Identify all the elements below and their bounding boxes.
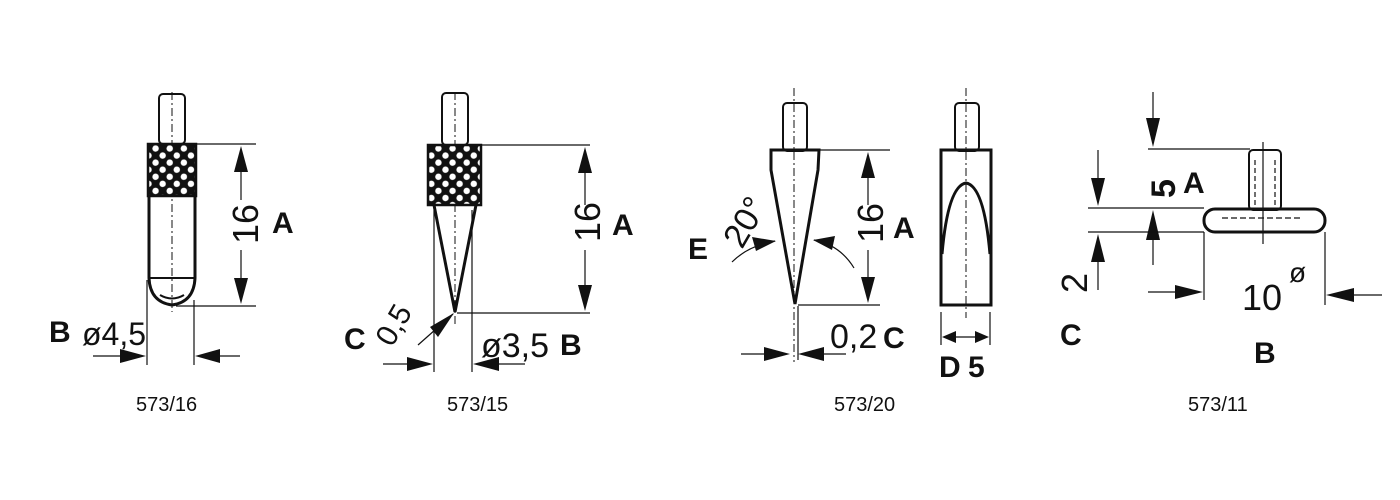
diameter-value: ø3,5 <box>481 327 549 365</box>
label-a: A <box>612 209 634 242</box>
diameter-value: 10 <box>1242 277 1282 318</box>
disc-thickness-value: 2 <box>1054 273 1095 293</box>
label-c: C <box>344 323 366 356</box>
length-value: 16 <box>850 203 891 243</box>
label-b: B <box>49 316 71 349</box>
label-e: E <box>688 233 708 266</box>
figure-caption: 573/16 <box>136 394 197 416</box>
diameter-value: ø4,5 <box>82 316 146 352</box>
figure-caption: 573/15 <box>447 394 508 416</box>
label-b: B <box>1254 337 1276 370</box>
dim-arrow-down <box>234 278 248 304</box>
label-a: A <box>893 212 915 245</box>
tip-width-value: 0,2 <box>830 318 877 356</box>
figure-573-20: 20° E 16 A 0,2 C D 5 573/20 <box>688 88 993 416</box>
blade-front <box>769 148 821 305</box>
stem-pin <box>1248 149 1282 211</box>
figure-573-15: 16 A ø3,5 B 0,5 C 573/15 <box>344 92 634 416</box>
figure-caption: 573/11 <box>1188 394 1248 416</box>
knurled-collar <box>146 142 198 198</box>
label-c: C <box>1060 319 1082 352</box>
label-a: A <box>272 207 294 240</box>
figure-caption: 573/20 <box>834 394 895 416</box>
figure-573-11: 5 A 2 C 10 ø B 573/11 <box>1054 92 1382 416</box>
pin-length-value: 5 <box>1145 179 1183 198</box>
blade-side <box>939 148 993 307</box>
knurled-collar <box>426 143 483 207</box>
ball-body <box>147 196 197 307</box>
side-stem-pin <box>954 102 980 152</box>
label-a: A <box>1183 167 1205 200</box>
length-value: 16 <box>567 202 608 242</box>
length-value: 16 <box>225 204 266 244</box>
label-d: D <box>939 351 961 384</box>
tip-radius-value: 0,5 <box>369 299 418 352</box>
diameter-symbol: ø <box>1289 257 1306 288</box>
flat-disc <box>1202 207 1327 234</box>
cone-tip <box>432 204 478 313</box>
dim-arrow-up <box>234 146 248 172</box>
label-b: B <box>560 329 582 362</box>
blade-bevel <box>940 181 992 255</box>
stem-pin <box>782 102 808 152</box>
figure-573-16: 16 A B ø4,5 573/16 <box>49 92 294 416</box>
label-c: C <box>883 322 905 355</box>
thickness-value: 5 <box>968 351 985 384</box>
